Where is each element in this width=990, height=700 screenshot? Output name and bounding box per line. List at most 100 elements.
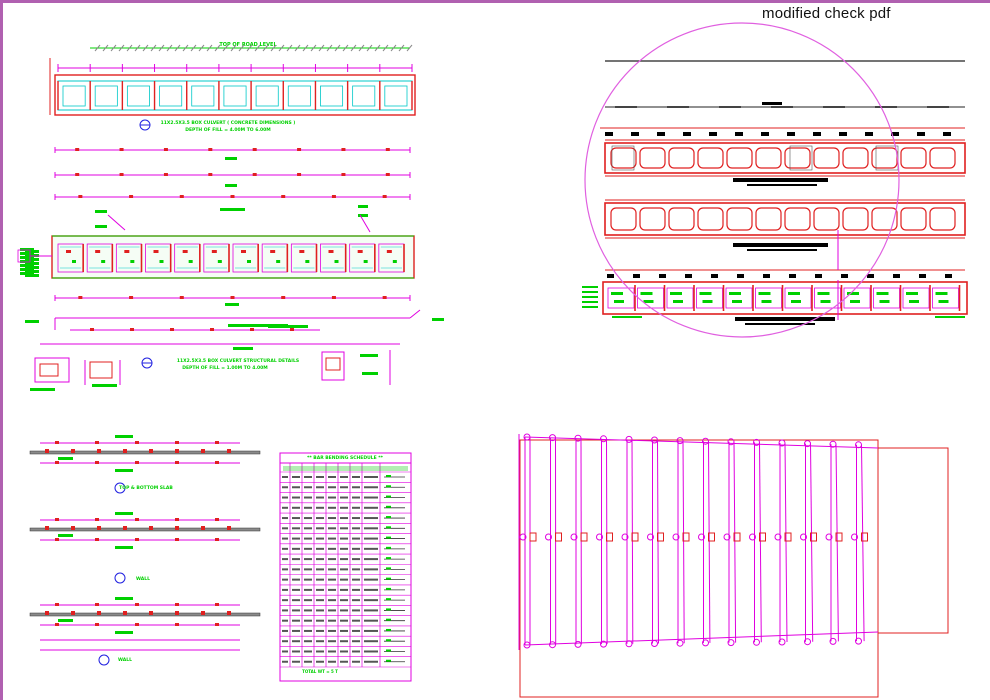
cell-text (328, 506, 336, 509)
bar-mark (230, 296, 235, 299)
hatch (230, 44, 237, 52)
left-label (25, 250, 39, 253)
green-bar (673, 300, 683, 303)
plan-node (545, 533, 552, 541)
hatch (198, 44, 205, 52)
bar-mark (250, 328, 254, 331)
bend-mark (386, 649, 391, 652)
bend-mark (386, 598, 391, 601)
bar-mark (201, 526, 205, 530)
bar-mark (385, 148, 390, 151)
review-circle (584, 22, 900, 338)
cell-text (340, 609, 348, 612)
cell-text (282, 568, 288, 571)
plan-node (753, 638, 760, 646)
plan-column-line (657, 439, 659, 644)
plan-column-line (708, 441, 711, 643)
green-bar (729, 292, 741, 295)
markup-circle (584, 22, 900, 338)
hatch (182, 44, 189, 52)
hatch (174, 44, 181, 52)
cell-text (328, 588, 336, 591)
window-left-border (0, 0, 3, 700)
detail-label (30, 388, 55, 391)
plan-node (574, 640, 582, 648)
green-bar (611, 292, 623, 295)
cell-text (340, 476, 348, 478)
section-2-cell (610, 207, 637, 231)
plan-node (727, 438, 735, 446)
bar-label (95, 210, 107, 213)
slab-label (115, 469, 133, 472)
cell-text (282, 599, 288, 602)
cell-text (364, 640, 378, 643)
bar-mark (215, 538, 219, 541)
plan-box (835, 532, 843, 542)
bar-marker (685, 274, 692, 278)
section-2-cell (871, 207, 898, 231)
cell-text (364, 578, 378, 581)
bar-mark (392, 260, 397, 263)
cell-text (364, 517, 378, 520)
bar-label (225, 303, 239, 306)
cell-text (292, 496, 300, 499)
cell-text (304, 527, 312, 530)
sec1-detail (875, 145, 899, 171)
section-2-cell (900, 207, 927, 231)
culvert-cell (94, 85, 118, 107)
bar-label (228, 324, 288, 327)
green-bar (791, 300, 801, 303)
culvert-cell (352, 85, 376, 107)
bar-mark (72, 260, 76, 263)
cell-text (282, 496, 288, 499)
plan-node (647, 533, 654, 541)
plan-node (825, 533, 833, 541)
section-3-cell (755, 287, 782, 309)
cell-text (340, 506, 348, 509)
bar-label (220, 208, 245, 211)
bar-label (225, 157, 237, 160)
cell-text (352, 629, 360, 632)
cell-text (304, 547, 312, 550)
cell-text (340, 588, 348, 591)
bar-mark (175, 441, 179, 444)
cell-text (328, 496, 336, 499)
bar-mark (252, 148, 257, 151)
hatch (118, 44, 125, 52)
cell-text (316, 476, 324, 478)
bar-mark (95, 250, 101, 253)
level-mark (719, 106, 741, 108)
cell-text (352, 640, 360, 643)
cell-text (328, 629, 336, 632)
cell-text (292, 599, 300, 602)
plan-node (804, 440, 811, 448)
bar-marker (893, 274, 900, 278)
bar-mark (75, 173, 80, 176)
bar-marker (631, 132, 639, 136)
detail-label (360, 354, 378, 357)
bar-mark (217, 260, 222, 263)
plan-node (723, 533, 731, 541)
plan-node (676, 639, 684, 647)
wall-1-slab (29, 527, 261, 532)
bent-bar (409, 309, 421, 319)
bar-mark (175, 611, 179, 615)
cell-text (364, 496, 378, 499)
cell-text (352, 537, 360, 540)
bar-mark (130, 260, 135, 263)
bar-label (233, 347, 253, 350)
left-label (25, 262, 39, 265)
sec1-detail (789, 145, 813, 171)
hatch (158, 44, 165, 52)
cell-text (304, 650, 312, 653)
culvert-plan-view (518, 433, 949, 698)
cell-text (282, 619, 288, 622)
bar-mark (188, 260, 193, 263)
sec3-note (935, 316, 965, 318)
bar-mark (334, 260, 339, 263)
plan-outer (519, 439, 879, 698)
plan-node (625, 435, 633, 443)
hatch (294, 44, 301, 52)
bar-mark (95, 461, 99, 464)
